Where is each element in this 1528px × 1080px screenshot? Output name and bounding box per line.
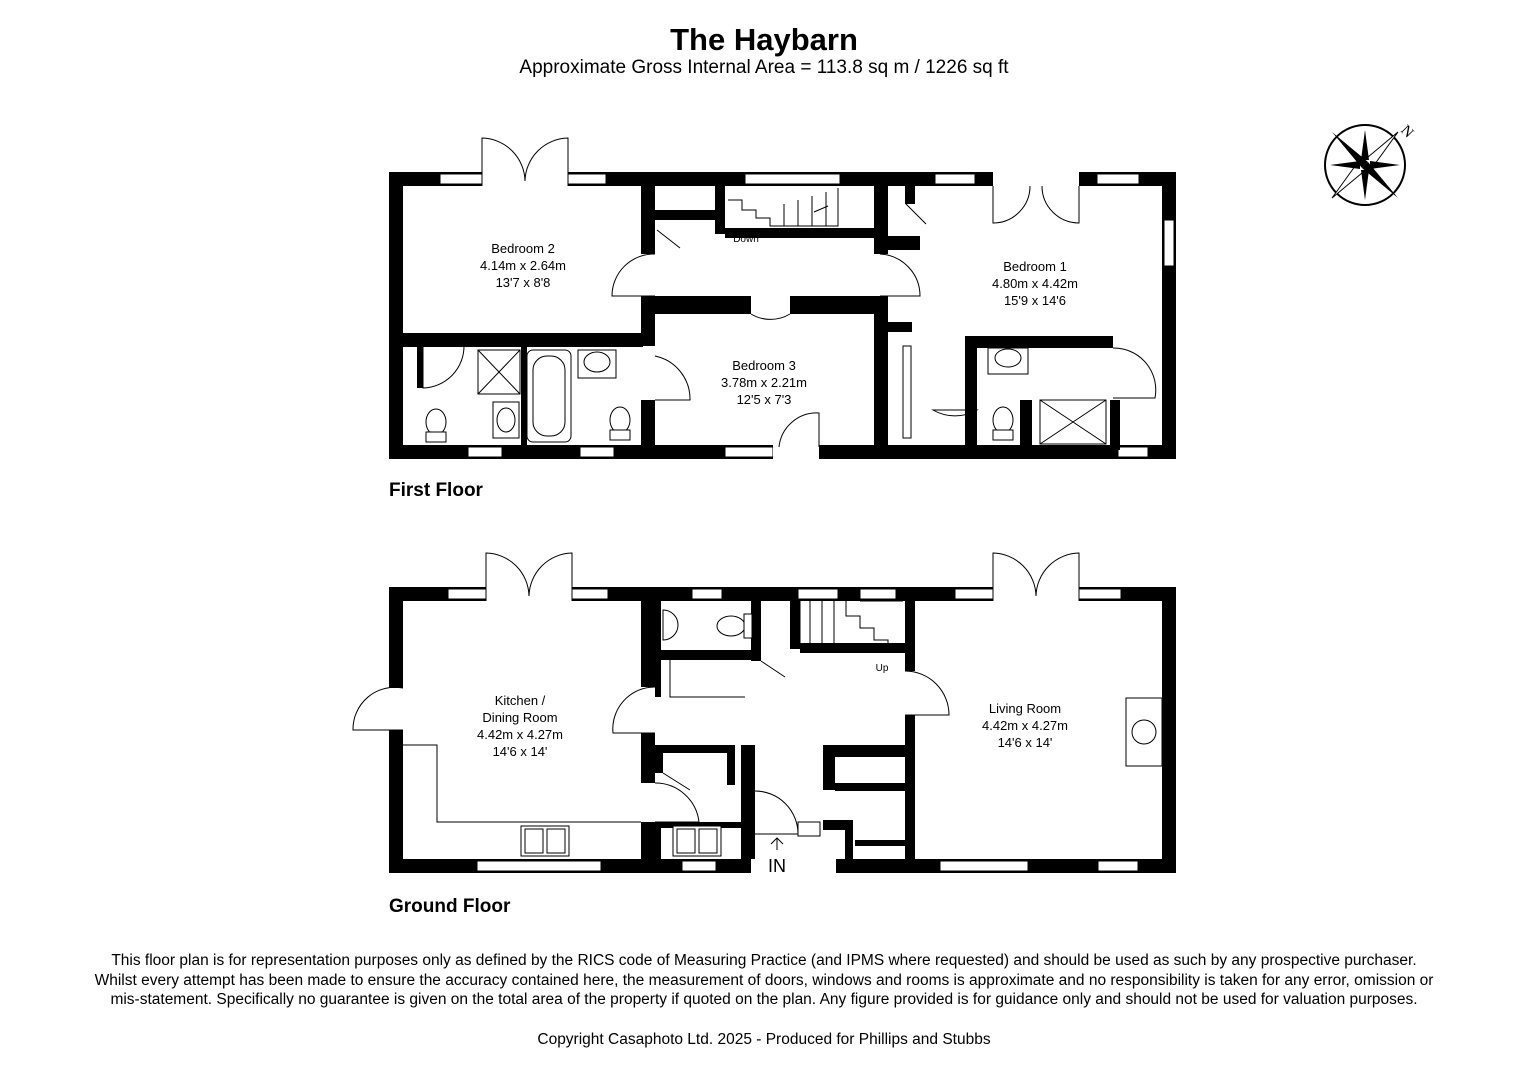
room-name: Bedroom 1: [1003, 259, 1067, 274]
room-imperial: 15'9 x 14'6: [1004, 293, 1066, 308]
compass-icon: N: [1324, 122, 1416, 206]
stairs-down-label: Down: [733, 234, 759, 245]
sink-icon: [520, 825, 570, 857]
entrance-arrow-icon: [770, 837, 784, 850]
sink-icon: [672, 825, 722, 857]
stairs-icon: [728, 188, 839, 227]
room-name: Bedroom 3: [732, 358, 796, 373]
disclaimer-text: This floor plan is for representation pu…: [94, 952, 1434, 1008]
room-name: Bedroom 2: [491, 241, 555, 256]
stairs-icon: [799, 600, 903, 651]
room-imperial: 14'6 x 14': [998, 735, 1053, 750]
plan-title: The Haybarn: [670, 22, 858, 57]
room-metric: 4.42m x 4.27m: [477, 727, 563, 742]
room-imperial: 13'7 x 8'8: [496, 275, 551, 290]
first-floor-label: First Floor: [389, 480, 483, 501]
room-imperial: 12'5 x 7'3: [737, 392, 792, 407]
room-metric: 4.14m x 2.64m: [480, 258, 566, 273]
first-floor-plan: Down Bedroom 2 4.14m x 2.64m 13'7 x 8'8: [389, 137, 1176, 461]
room-metric: 3.78m x 2.21m: [721, 375, 807, 390]
toilet-icon: [992, 406, 1014, 441]
ground-floor-label: Ground Floor: [389, 896, 511, 917]
ground-floor-plan: Up IN Kitchen / Dining Room 4.42m x 4.27…: [352, 552, 1176, 876]
stairs-up-label: Up: [876, 663, 889, 674]
compass-north-label: N: [1397, 122, 1416, 141]
toilet-icon: [716, 613, 753, 639]
room-imperial: 14'6 x 14': [493, 744, 548, 759]
sink-icon: [662, 609, 679, 641]
copyright-text: Copyright Casaphoto Ltd. 2025 - Produced…: [537, 1031, 991, 1048]
toilet-icon: [425, 408, 447, 443]
fireplace-icon: [1125, 697, 1163, 767]
room-metric: 4.42m x 4.27m: [982, 718, 1068, 733]
room-name-line2: Dining Room: [482, 710, 557, 725]
gross-area: Approximate Gross Internal Area = 113.8 …: [519, 57, 1009, 78]
toilet-icon: [609, 406, 631, 441]
room-name: Kitchen /: [495, 693, 546, 708]
entrance-label: IN: [768, 856, 786, 876]
room-metric: 4.80m x 4.42m: [992, 276, 1078, 291]
room-name: Living Room: [989, 701, 1061, 716]
